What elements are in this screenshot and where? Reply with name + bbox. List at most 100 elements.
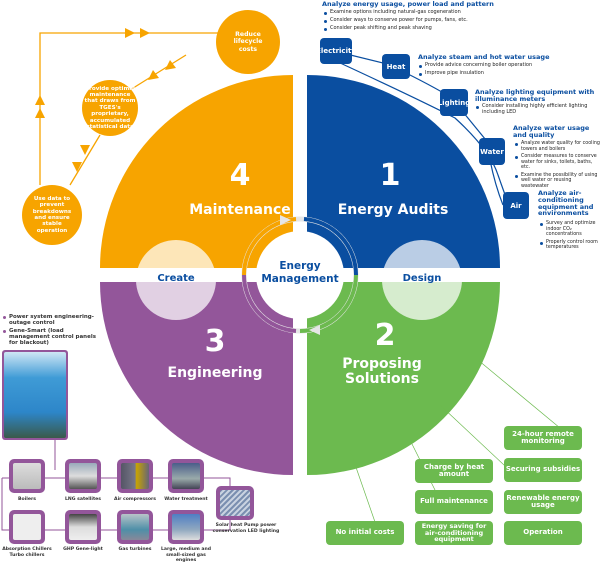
solution-remote-monitoring: 24-hour remote monitoring xyxy=(504,426,582,450)
audit-item: Consider measures to conserve water for … xyxy=(515,154,600,171)
arrow-up-icon xyxy=(35,95,45,105)
equipment-solar-heat xyxy=(216,486,254,520)
cycle-circle-prevent-breakdowns: Use data to prevent breakdowns and ensur… xyxy=(22,185,82,245)
audit-item: Provide advice concerning boiler operati… xyxy=(419,62,599,69)
arrow-down-icon xyxy=(80,145,90,155)
audit-box-heat[interactable]: Heat xyxy=(382,54,410,79)
design-label: Design xyxy=(402,273,442,284)
center-label-line1: Energy xyxy=(279,260,321,272)
quadrant-number-1: 1 xyxy=(379,158,401,193)
quadrant-title-maintenance: Maintenance xyxy=(189,202,291,218)
cycle-text: Reduce lifecycle costs xyxy=(233,31,263,53)
arrow-down-left-icon xyxy=(165,60,176,70)
audit-item: Survey and optimize indoor CO₂ concentra… xyxy=(540,221,600,238)
audit-item: Consider peak shifting and peak shaving xyxy=(324,25,594,32)
cycle-ring-blue-segment xyxy=(303,217,359,276)
solution-no-initial-costs: No initial costs xyxy=(326,521,404,545)
quadrant-title-energy-audits: Energy Audits xyxy=(337,202,449,218)
cycle-text: Use data to prevent breakdowns and ensur… xyxy=(32,195,72,234)
audit-list-water: Analyze water quality for cooling towers… xyxy=(515,141,600,191)
audit-title-electricity: Analyze energy usage, power load and pat… xyxy=(322,0,494,8)
quadrant-number-2: 2 xyxy=(374,318,396,353)
quadrant-number-3: 3 xyxy=(204,324,226,359)
equipment-label: LNG satellites xyxy=(64,497,102,502)
audit-list-lighting: Consider installing highly efficient lig… xyxy=(476,103,598,118)
equipment-gas-engines xyxy=(168,510,204,544)
create-label: Create xyxy=(157,273,195,284)
audit-box-lighting[interactable]: Lighting xyxy=(438,89,470,116)
equipment-label: Absorption Chillers Turbo chillers xyxy=(2,547,52,558)
equipment-lng-satellites xyxy=(65,459,101,493)
center-label: Energy Management xyxy=(256,260,344,285)
solution-renewable-energy: Renewable energy usage xyxy=(504,490,582,514)
engineering-item: Power system engineering-outage control xyxy=(3,314,103,327)
solution-full-maintenance: Full maintenance xyxy=(415,490,493,514)
audit-box-air[interactable]: Air xyxy=(503,192,529,219)
engineering-item: Gene-Smart (load management control pane… xyxy=(3,328,103,347)
cycle-ring-purple-segment xyxy=(241,274,297,333)
arrow-down-icon xyxy=(72,162,82,172)
equipment-air-compressors xyxy=(117,459,153,493)
audit-arc-outer xyxy=(337,61,511,209)
audit-box-electricity[interactable]: Electricity xyxy=(316,38,356,64)
solution-operation: Operation xyxy=(504,521,582,545)
engineering-photo xyxy=(2,350,68,440)
cycle-circle-reduce-costs: Reduce lifecycle costs xyxy=(216,10,280,74)
audit-item: Improve pipe insulation xyxy=(419,70,599,77)
cycle-arrow-top-icon xyxy=(280,215,291,225)
solution-securing-subsidies: Securing subsidies xyxy=(504,458,582,482)
audit-item: Consider installing highly efficient lig… xyxy=(476,103,598,116)
equipment-boilers xyxy=(9,459,45,493)
audit-item: Properly control room temperatures xyxy=(540,240,600,251)
maintenance-cycle-line-1 xyxy=(129,54,187,91)
cycle-circle-optimal-maintenance: Provide optimal maintenance that draws f… xyxy=(82,80,138,136)
equipment-label: Solar heat Pump power conservation LED l… xyxy=(212,523,280,534)
solution-connector xyxy=(349,449,376,523)
audit-item: Examine options including natural-gas co… xyxy=(324,9,594,16)
quadrant-number-4: 4 xyxy=(229,158,251,193)
solution-energy-saving-ac: Energy saving for air-conditioning equip… xyxy=(415,521,493,545)
quadrant-title-proposing: Proposing Solutions xyxy=(322,356,442,388)
audit-title-lighting: Analyze lighting equipment with illumina… xyxy=(475,88,595,103)
equipment-label: Boilers xyxy=(18,497,36,502)
quadrant-title-proposing-line2: Solutions xyxy=(345,371,419,388)
audit-box-water[interactable]: Water xyxy=(479,138,505,165)
audit-title-air: Analyze air-conditioning equipment and e… xyxy=(538,189,594,218)
audit-list-air: Survey and optimize indoor CO₂ concentra… xyxy=(540,221,600,253)
quadrant-engineering[interactable] xyxy=(100,282,293,475)
solution-charge-by-heat: Charge by heat amount xyxy=(415,459,493,483)
center-circle xyxy=(256,231,344,319)
equipment-gas-turbines xyxy=(117,510,153,544)
audit-item: Consider ways to conserve power for pump… xyxy=(324,17,594,24)
equipment-ghp xyxy=(65,510,101,544)
building-photo-placeholder xyxy=(4,352,66,438)
audit-list-heat: Provide advice concerning boiler operati… xyxy=(419,62,599,79)
arrow-right-icon xyxy=(125,28,135,38)
audit-title-heat: Analyze steam and hot water usage xyxy=(418,53,550,61)
quadrant-title-engineering: Engineering xyxy=(167,365,263,381)
quadrant-title-proposing-line1: Proposing xyxy=(342,356,422,372)
audit-title-water: Analyze water usage and quality xyxy=(513,124,590,139)
equipment-absorption-chillers xyxy=(9,510,45,544)
audit-list-electricity: Examine options including natural-gas co… xyxy=(324,9,594,33)
engineering-list: Power system engineering-outage control … xyxy=(3,314,103,348)
equipment-water-treatment xyxy=(168,459,204,493)
arrow-right-icon xyxy=(140,28,150,38)
cycle-arrow-bottom-icon xyxy=(309,325,320,335)
equipment-label: Air compressors xyxy=(114,497,156,502)
equipment-connector-row2 xyxy=(1,478,231,531)
maintenance-cycle-line-2 xyxy=(69,134,101,186)
maintenance-cycle-line-outer xyxy=(39,32,245,185)
equipment-label: GHP Gene-light xyxy=(63,547,103,552)
cycle-text: Provide optimal maintenance that draws f… xyxy=(84,85,136,131)
quadrant-proposing-solutions[interactable] xyxy=(307,282,500,475)
equipment-label: Large, medium and small-sized gas engine… xyxy=(160,547,212,563)
center-label-line2: Management xyxy=(261,272,339,285)
solution-connector xyxy=(477,359,561,429)
audit-item: Examine the possibility of using well wa… xyxy=(515,173,600,190)
equipment-label: Water treatment xyxy=(164,497,208,502)
arrow-down-left-icon xyxy=(148,70,159,80)
quadrant-maintenance[interactable] xyxy=(100,75,293,268)
quadrant-energy-audits[interactable] xyxy=(307,75,500,268)
